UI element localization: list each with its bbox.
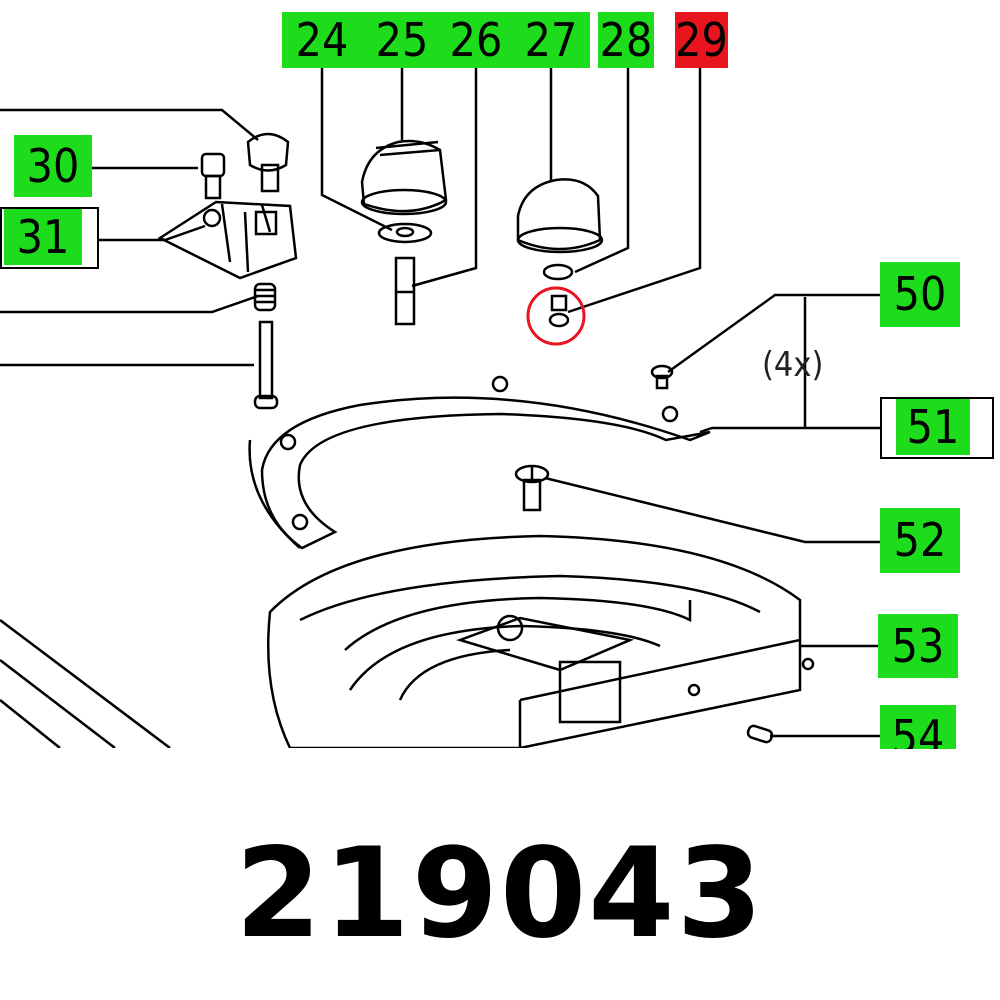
pin-26 [394, 256, 416, 326]
leader-24 [320, 68, 393, 232]
callout-29[interactable]: 29 [675, 12, 728, 68]
spring [253, 282, 277, 312]
callout-26[interactable]: 26 [437, 12, 515, 68]
callout-51[interactable]: 51 [896, 399, 970, 455]
leader-28 [574, 68, 630, 274]
selection-ring-29 [526, 286, 586, 346]
leader-29 [567, 68, 702, 314]
leader-spring [0, 294, 259, 314]
washer-24 [377, 222, 433, 244]
screw-50 [650, 364, 674, 390]
callout-25[interactable]: 25 [362, 12, 442, 68]
base-53 [267, 534, 815, 750]
pin-54 [746, 724, 774, 744]
screw-30 [200, 152, 226, 200]
callout-28[interactable]: 28 [598, 12, 654, 68]
callout-53[interactable]: 53 [878, 614, 958, 678]
nut-28 [542, 263, 574, 281]
knob-27 [516, 178, 604, 254]
screw-29 [548, 294, 570, 328]
leader-26 [411, 68, 478, 288]
knob-cap [246, 132, 290, 193]
part-number: 219043 [235, 822, 765, 966]
callout-27[interactable]: 27 [512, 12, 590, 68]
callout-31[interactable]: 31 [4, 209, 82, 265]
knob-25 [360, 139, 448, 216]
scale-51 [248, 375, 711, 550]
callout-24[interactable]: 24 [282, 12, 362, 68]
leader-52 [544, 476, 880, 544]
leader-50 [667, 293, 880, 374]
multiplier-note: (4x) [762, 345, 824, 385]
leader-top-left [0, 108, 259, 141]
screw-52 [514, 464, 550, 512]
bracket-31 [157, 200, 298, 280]
long-pin [253, 320, 279, 410]
callout-52[interactable]: 52 [880, 508, 960, 573]
frame-rails [0, 619, 171, 749]
callout-30[interactable]: 30 [14, 135, 92, 197]
leader-31 [92, 224, 206, 242]
callout-50[interactable]: 50 [880, 262, 960, 327]
leader-51 [699, 426, 880, 434]
callout-54[interactable]: 54 [880, 705, 956, 749]
